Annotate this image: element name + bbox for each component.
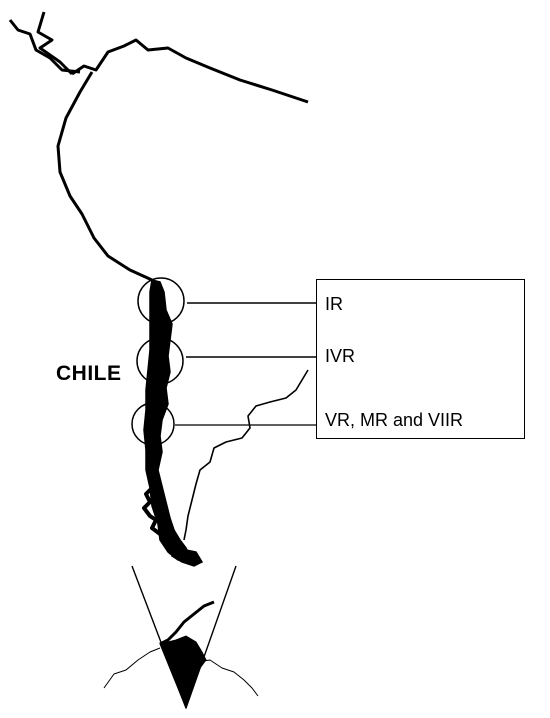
central-america-coast-2 xyxy=(8,19,81,74)
central-america-coast xyxy=(36,11,74,76)
country-label-chile: CHILE xyxy=(56,362,122,385)
region-circle-ivr xyxy=(136,337,184,385)
pacific-coast xyxy=(56,71,153,282)
antarctica-coast xyxy=(103,647,259,697)
antarctic-territory xyxy=(159,635,207,710)
tierra-del-fuego xyxy=(171,542,204,567)
antarctic-peninsula xyxy=(159,600,215,646)
region-label-ir: IR xyxy=(325,294,343,314)
region-legend-box: IR IVR VR, MR and VIIR xyxy=(316,279,525,439)
argentina-coast xyxy=(183,369,309,541)
chile-territory xyxy=(143,279,191,561)
chile-islands xyxy=(142,486,176,552)
region-circle-ir xyxy=(137,277,185,325)
caribbean-coast xyxy=(71,38,309,104)
region-label-ivr: IVR xyxy=(325,346,356,366)
region-label-vr-mr-viir: VR, MR and VIIR xyxy=(325,410,464,430)
region-circle-vr xyxy=(131,402,175,446)
